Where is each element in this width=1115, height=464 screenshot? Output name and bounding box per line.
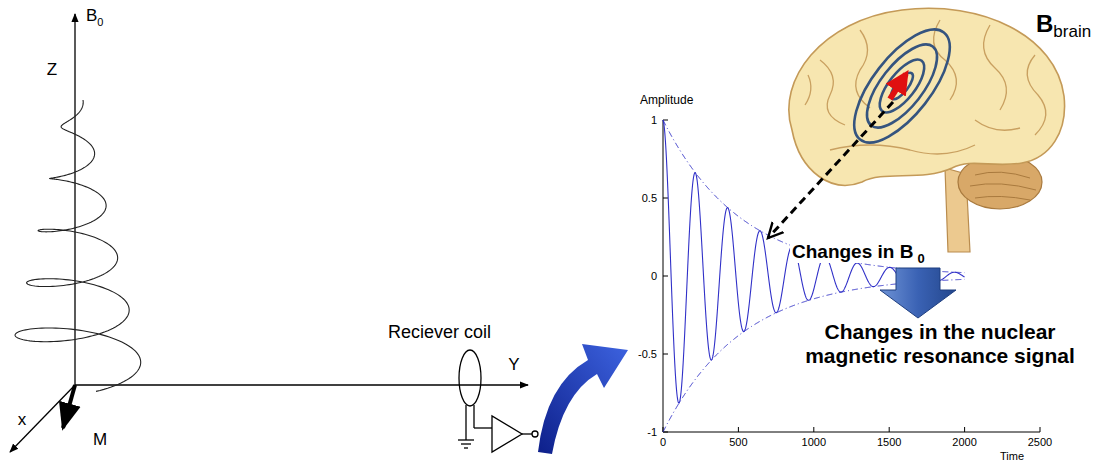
axis-title: Time bbox=[1000, 450, 1024, 463]
tick bbox=[663, 354, 668, 355]
tick bbox=[889, 427, 890, 432]
subscript: 0 bbox=[97, 16, 103, 29]
tick-label: 1 bbox=[651, 114, 657, 127]
dashed-arrow bbox=[768, 102, 893, 238]
tick-label: 1500 bbox=[877, 436, 901, 449]
tick bbox=[663, 198, 668, 199]
tick bbox=[738, 427, 739, 432]
subscript: 0 bbox=[915, 252, 926, 267]
tick-label: 0.5 bbox=[642, 192, 657, 205]
precession-spiral bbox=[15, 100, 141, 391]
subscript: brain bbox=[1053, 22, 1091, 42]
tick-label: 2000 bbox=[952, 436, 976, 449]
axis-label: Y bbox=[508, 355, 519, 375]
tick bbox=[663, 120, 668, 121]
tick-label: 500 bbox=[729, 436, 747, 449]
brain bbox=[789, 8, 1065, 252]
axes-3d bbox=[10, 14, 528, 452]
tick bbox=[1040, 427, 1041, 432]
tick-label: -0.5 bbox=[638, 348, 657, 361]
block-arrow bbox=[880, 268, 956, 318]
coil-label: Reciever coil bbox=[388, 322, 491, 343]
tick bbox=[964, 427, 965, 432]
tick-label: 2500 bbox=[1028, 436, 1052, 449]
axis-label: x bbox=[18, 410, 27, 430]
x-axis bbox=[663, 432, 1040, 433]
receiver-coil bbox=[458, 350, 538, 452]
caption-text: Changes in B bbox=[790, 241, 915, 263]
tick-label: -1 bbox=[647, 426, 657, 439]
axis-title: Amplitude bbox=[640, 94, 693, 108]
spiral-path bbox=[15, 100, 141, 391]
tick-label: 0 bbox=[651, 270, 657, 283]
axis-label: B bbox=[86, 6, 97, 26]
field-label: B bbox=[1036, 10, 1053, 38]
tick-label: 1000 bbox=[802, 436, 826, 449]
axis-label: Z bbox=[47, 60, 57, 80]
tick-label: 0 bbox=[660, 436, 666, 449]
curved-arrow bbox=[538, 344, 628, 454]
caption-text: Changes in the nuclear magnetic resonanc… bbox=[788, 320, 1092, 368]
vector-label: M bbox=[93, 430, 107, 450]
tick bbox=[663, 432, 668, 433]
tick bbox=[813, 427, 814, 432]
tick bbox=[663, 276, 668, 277]
magnetization-vector bbox=[63, 385, 75, 428]
